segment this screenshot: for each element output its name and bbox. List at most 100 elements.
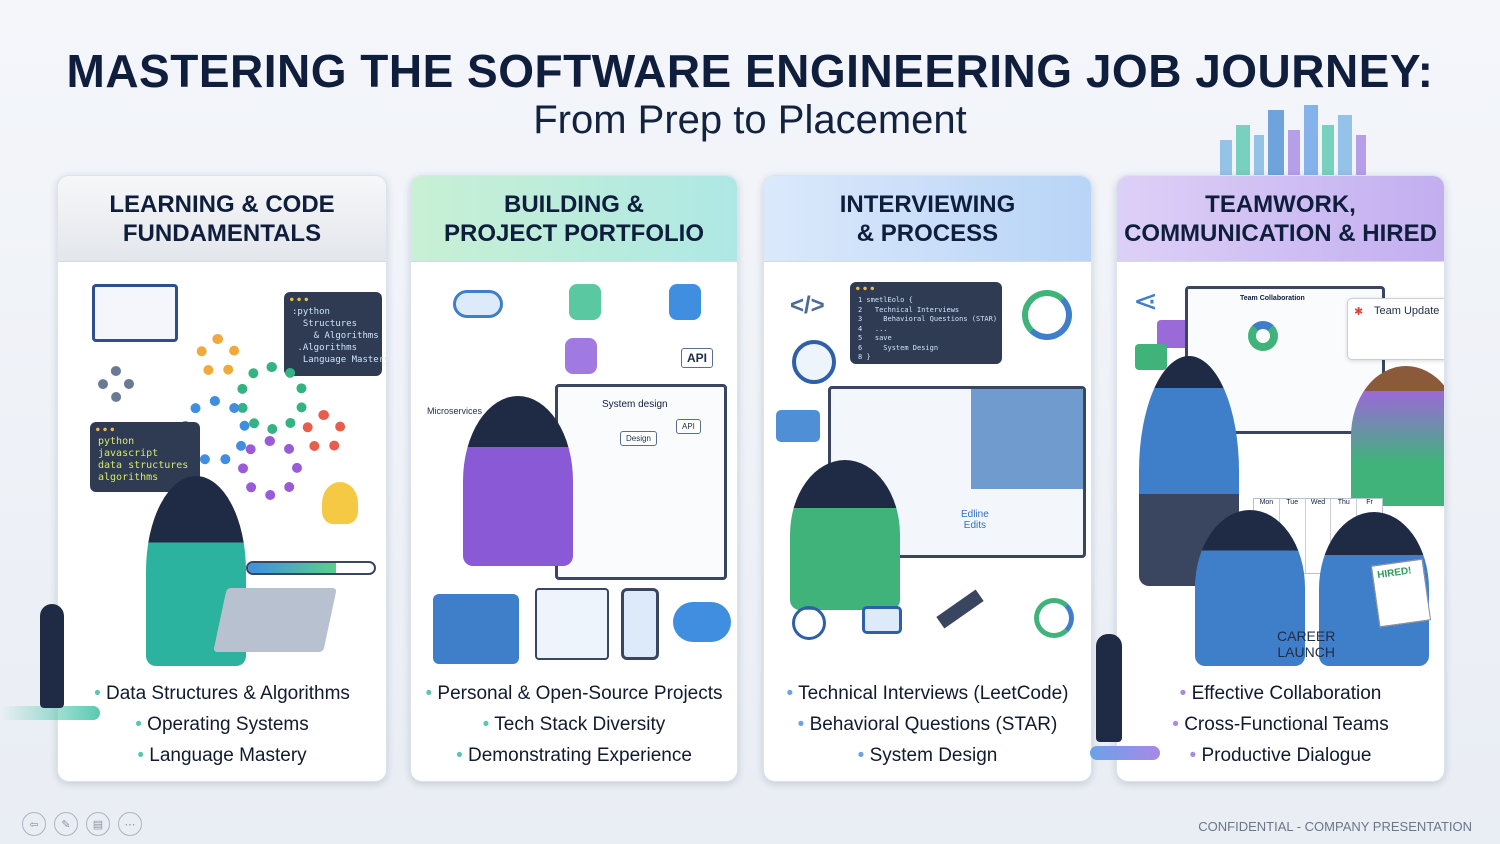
calendar-day: Fr <box>1366 499 1373 506</box>
cloud-database-icon <box>673 602 731 642</box>
bullet-list: Effective Collaboration Cross-Functional… <box>1117 678 1444 771</box>
bullet-item: Effective Collaboration <box>1117 678 1444 709</box>
refresh-icon <box>1034 598 1074 638</box>
hired-label: HIRED! <box>1376 565 1413 582</box>
whiteboard: System design Design API <box>555 384 727 580</box>
screen-title: Team Collaboration <box>1240 295 1305 302</box>
panel-header: BUILDING &PROJECT PORTFOLIO <box>411 176 737 262</box>
bullet-item: Tech Stack Diversity <box>411 709 737 740</box>
gear-icon <box>236 362 308 434</box>
calendar-day: Wed <box>1306 499 1332 573</box>
developer-illustration <box>463 396 573 566</box>
back-icon[interactable]: ⇦ <box>22 812 46 836</box>
progress-bar <box>246 561 376 575</box>
bullet-item: Behavioral Questions (STAR) <box>764 709 1091 740</box>
bullet-list: Data Structures & Algorithms Operating S… <box>58 678 386 771</box>
lightbulb-icon <box>322 482 358 524</box>
handshake-illustration <box>1195 510 1305 666</box>
bullet-item: Data Structures & Algorithms <box>58 678 386 709</box>
clock-icon <box>792 606 826 640</box>
bullet-list: Technical Interviews (LeetCode) Behavior… <box>764 678 1091 771</box>
bullet-item: Language Mastery <box>58 740 386 771</box>
header-line: INTERVIEWING <box>839 190 1016 218</box>
bullet-item: Demonstrating Experience <box>411 740 737 771</box>
api-label: API <box>681 348 714 368</box>
video-call <box>971 389 1083 489</box>
design-label: Design <box>620 431 657 446</box>
candidate-illustration <box>790 460 900 610</box>
book-icon <box>92 284 178 342</box>
system-design-label: System design <box>602 399 668 410</box>
gear-icon <box>238 436 302 500</box>
career-text: CAREER <box>1277 628 1336 644</box>
header-line: BUILDING & <box>503 190 644 218</box>
api-label: API <box>676 419 701 434</box>
database-icon <box>669 284 701 320</box>
chat-icon <box>1135 344 1167 370</box>
panel-teamwork: TEAMWORK,COMMUNICATION & HIRED ⋖ Team Co… <box>1116 175 1445 782</box>
launch-text: LAUNCH <box>1277 644 1335 660</box>
slack-icon: ✱ <box>1354 306 1364 318</box>
confidential-footer: CONFIDENTIAL - COMPANY PRESENTATION <box>1198 819 1472 834</box>
header-line: TEAMWORK, <box>1205 190 1356 218</box>
page-subtitle: From Prep to Placement <box>533 98 967 142</box>
phone-icon <box>621 588 659 660</box>
header-line: FUNDAMENTALS <box>122 219 322 247</box>
team-illustration <box>1351 366 1444 506</box>
pen-icon[interactable]: ✎ <box>54 812 78 836</box>
walking-person-icon <box>40 604 64 708</box>
journey-arrow-start <box>0 706 100 720</box>
refresh-icon <box>1022 290 1072 340</box>
interview-illustration: </> 1 smetlEolo { 2 Technical Interviews… <box>776 276 1086 666</box>
walking-person-icon <box>1096 634 1122 742</box>
cloud-icon <box>453 290 503 318</box>
code-window: 1 smetlEolo { 2 Technical Interviews 3 B… <box>850 282 1002 364</box>
code-window: :python Structures & Algorithms .Algorit… <box>284 292 386 376</box>
gear-icon <box>196 334 240 378</box>
panel-header: INTERVIEWING& PROCESS <box>764 176 1091 262</box>
calendar-day: Tue <box>1280 499 1306 573</box>
journey-arrow-end <box>1090 746 1160 760</box>
bullet-item: Personal & Open-Source Projects <box>411 678 737 709</box>
bullet-list: Personal & Open-Source Projects Tech Sta… <box>411 678 737 771</box>
share-icon: ⋖ <box>1133 285 1159 318</box>
bullet-item: Technical Interviews (LeetCode) <box>764 678 1091 709</box>
panel-header: TEAMWORK,COMMUNICATION & HIRED <box>1117 176 1444 262</box>
panel-building: BUILDING &PROJECT PORTFOLIO API Microser… <box>410 175 738 782</box>
database-icon <box>569 284 601 320</box>
gear-icon <box>302 410 346 454</box>
panel-interviewing: INTERVIEWING& PROCESS </> 1 smetlEolo { … <box>763 175 1092 782</box>
gear-icon <box>98 366 134 402</box>
city-skyline-icon <box>1220 105 1366 175</box>
database-icon <box>565 338 597 374</box>
bullet-item: System Design <box>764 740 1091 771</box>
teamwork-illustration: ⋖ Team Collaboration Team Update ✱ 2 Mon… <box>1129 276 1444 666</box>
header-line: PROJECT PORTFOLIO <box>443 219 704 247</box>
chat-icon <box>776 410 820 442</box>
portfolio-illustration: API Microservices System design Design A… <box>423 276 731 666</box>
slide-controls: ⇦ ✎ ▤ ⋯ <box>22 812 142 836</box>
chat-icon <box>862 606 902 634</box>
donut-chart-icon <box>1248 321 1278 351</box>
offer-letter: HIRED! <box>1370 558 1432 628</box>
header-line: COMMUNICATION & HIRED <box>1124 219 1437 247</box>
header-line: LEARNING & CODE <box>109 190 335 218</box>
microservices-label: Microservices <box>427 406 483 416</box>
page-title: MASTERING THE SOFTWARE ENGINEERING JOB J… <box>66 45 1434 97</box>
edits-label: Edline Edits <box>961 509 989 531</box>
code-tag-icon: </> <box>790 292 825 319</box>
slides-icon[interactable]: ▤ <box>86 812 110 836</box>
header-line: & PROCESS <box>856 219 999 247</box>
team-update-title: Team Update <box>1374 305 1440 317</box>
bullet-item: Productive Dialogue <box>1117 740 1444 771</box>
dashboard-icon <box>535 588 609 660</box>
bullet-item: Cross-Functional Teams <box>1117 709 1444 740</box>
folder-icon <box>433 594 519 664</box>
gavel-icon <box>936 589 984 629</box>
more-icon[interactable]: ⋯ <box>118 812 142 836</box>
laptop-icon <box>213 588 337 652</box>
team-update-card: Team Update ✱ 2 <box>1347 298 1444 360</box>
